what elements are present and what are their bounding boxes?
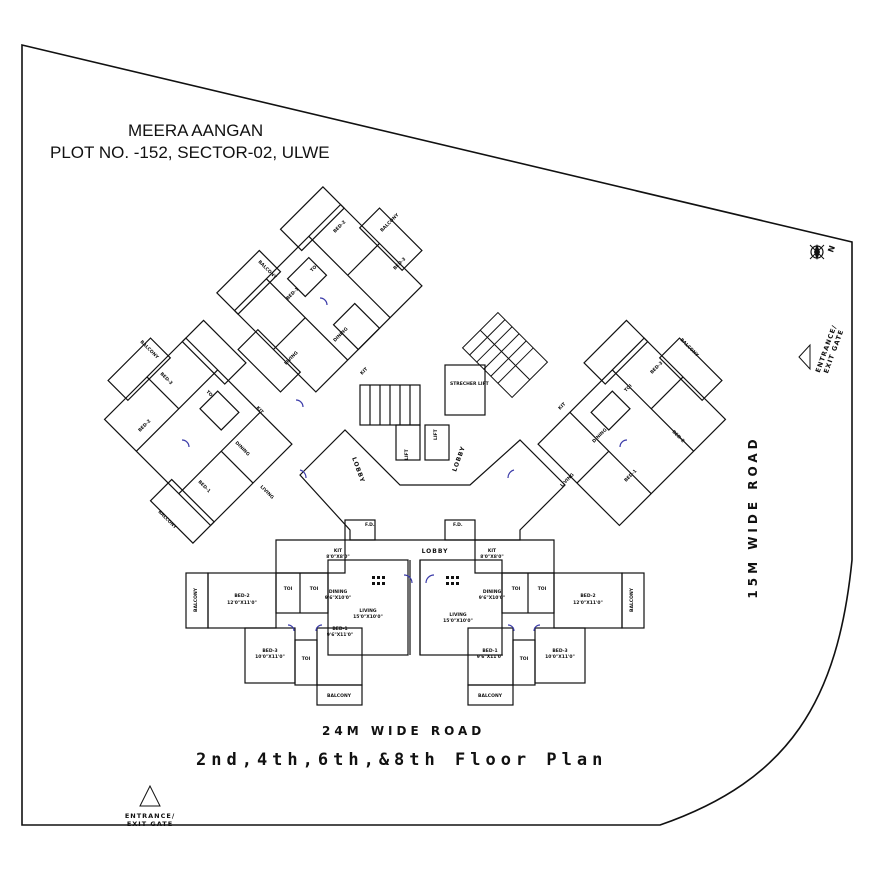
top-bed2: BED-2 [332, 219, 347, 234]
bl-living-size: 15'0"X10'0" [353, 614, 383, 620]
central-lobby: LOBBY [422, 548, 449, 555]
right-bed3: BED-3 [649, 360, 664, 375]
north-label: N [826, 244, 837, 253]
bottom-left-flat [185, 539, 411, 706]
right-road-label: 15M WIDE ROAD [746, 435, 760, 599]
left-living: LIVING [259, 484, 276, 501]
br-toi-1: TOI [512, 586, 521, 592]
bl-bed1-size: 9'6"X11'0" [327, 632, 354, 638]
br-bed2-size: 12'0"X11'0" [573, 600, 603, 606]
right-lobby: LOBBY [451, 445, 467, 473]
plot-boundary [21, 43, 853, 826]
floor-plan-title: 2nd,4th,6th,&8th Floor Plan [196, 750, 608, 770]
right-staircase [461, 311, 549, 399]
left-bed1: BED-1 [197, 479, 212, 494]
bottom-gate-line1: ENTRANCE/ [124, 812, 176, 820]
right-wing [537, 319, 727, 527]
stretcher-lift: STRECHER LIFT [450, 381, 490, 387]
br-kit-size: 8'0"X8'0" [480, 554, 503, 560]
top-dining: DINING [332, 326, 349, 343]
right-toi: TOI [623, 383, 634, 394]
project-name: MEERA AANGAN [128, 121, 264, 140]
br-living-size: 15'0"X10'0" [443, 618, 473, 624]
right-bed1: BED-1 [623, 468, 638, 483]
right-balcony: BALCONY [679, 337, 701, 359]
br-dining-size: 9'6"X10'0" [479, 595, 506, 601]
bl-bed2: BED-2 [234, 593, 249, 599]
bl-bed3-size: 10'0"X11'0" [255, 654, 285, 660]
top-wing [216, 186, 423, 393]
lift-1: LIFT [404, 448, 410, 460]
left-kit: KIT [255, 405, 266, 416]
bl-bed2-size: 12'0"X11'0" [227, 600, 257, 606]
bottom-gate-label: ENTRANCE/ EXIT GATE [110, 812, 190, 828]
bl-balcony-bottom: BALCONY [327, 693, 352, 699]
br-bed1-size: 9'6"X11'0" [477, 654, 504, 660]
br-bed3-size: 10'0"X11'0" [545, 654, 575, 660]
top-bed1: BED-1 [285, 286, 300, 301]
bottom-right-flat [419, 539, 645, 706]
bl-kit: KIT [334, 548, 343, 554]
central-core [299, 364, 566, 541]
left-bed2: BED-2 [137, 418, 152, 433]
lift-2: LIFT [433, 428, 439, 440]
fd-right: F.D. [453, 522, 463, 528]
bottom-gate-line2: EXIT GATE [126, 820, 174, 828]
top-toi: TOI [309, 263, 320, 274]
left-wing [103, 319, 293, 544]
gate-triangle-icon [139, 784, 161, 807]
gate-triangle-icon [798, 343, 811, 371]
br-bed1: BED-1 [482, 648, 497, 654]
fd-left: F.D. [365, 522, 375, 528]
right-kit: KIT [557, 401, 568, 412]
bl-balcony-side: BALCONY [193, 587, 199, 612]
br-dining: DINING [483, 589, 502, 595]
br-balcony-side: BALCONY [629, 587, 635, 612]
bottom-road-label: 24M WIDE ROAD [322, 724, 486, 738]
br-dining-table-icon [446, 576, 459, 585]
top-kit: KIT [359, 366, 370, 377]
bl-toi-3: TOI [302, 656, 311, 662]
br-bed2: BED-2 [580, 593, 595, 599]
bl-bed3: BED-3 [262, 648, 277, 654]
br-bed3: BED-3 [552, 648, 567, 654]
door-swings [181, 297, 628, 632]
bl-toi-1: TOI [284, 586, 293, 592]
bl-kit-size: 8'0"X8'0" [326, 554, 349, 560]
bl-bed1: BED-1 [332, 626, 347, 632]
left-lobby: LOBBY [350, 456, 366, 484]
north-arrow-icon: N [809, 244, 837, 260]
bl-toi-2: TOI [310, 586, 319, 592]
br-balcony-bottom: BALCONY [478, 693, 503, 699]
project-address: PLOT NO. -152, SECTOR-02, ULWE [50, 143, 330, 162]
bl-dining: DINING [329, 589, 348, 595]
br-toi-2: TOI [538, 586, 547, 592]
bl-living: LIVING [359, 608, 376, 614]
top-balcony-1: BALCONY [379, 212, 401, 234]
right-bed2: BED-2 [671, 429, 686, 444]
br-kit: KIT [488, 548, 497, 554]
left-bed3: BED-3 [159, 371, 174, 386]
left-dining: DINING [234, 440, 251, 457]
br-toi-3: TOI [520, 656, 529, 662]
bl-dining-size: 9'6"X10'0" [325, 595, 352, 601]
bl-dining-table-icon [372, 576, 385, 585]
br-living: LIVING [449, 612, 466, 618]
left-toi: TOI [205, 389, 216, 400]
left-balcony-1: BALCONY [139, 339, 161, 361]
left-balcony-2: BALCONY [157, 509, 179, 531]
